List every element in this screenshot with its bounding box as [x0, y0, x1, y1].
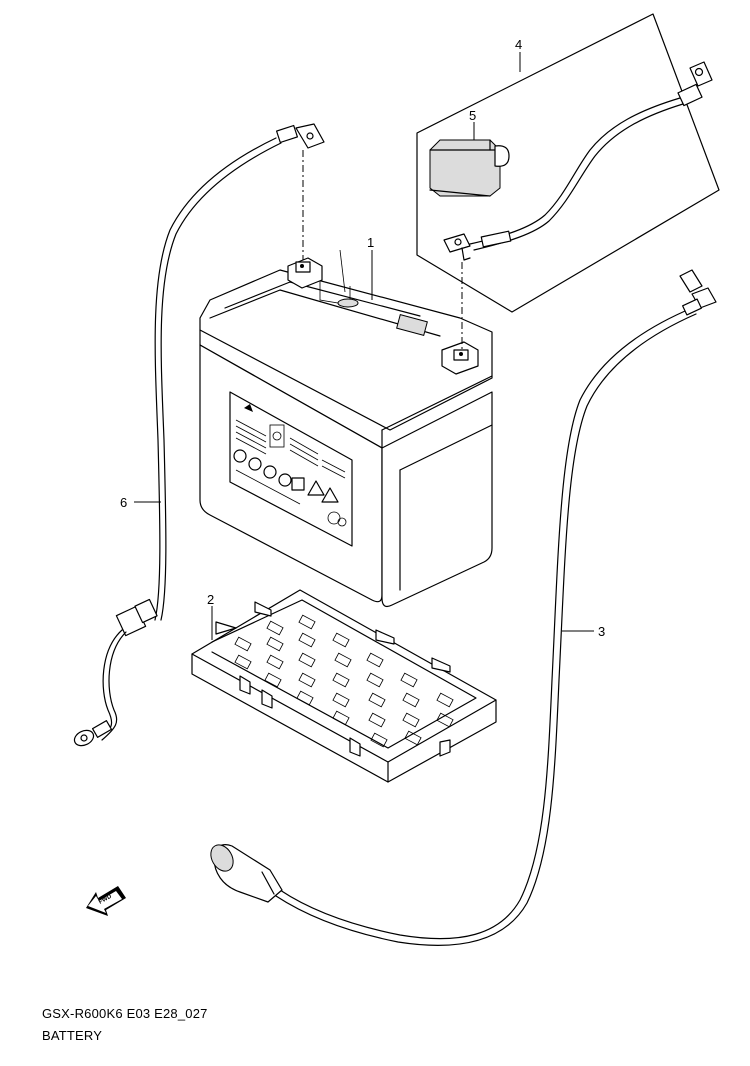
callout-label-4: 4	[515, 37, 522, 52]
positive-terminal	[441, 341, 479, 375]
battery-warning-label	[233, 419, 347, 527]
battery-tray	[191, 589, 497, 783]
callout-4: 4	[515, 37, 522, 72]
callout-label-2: 2	[207, 592, 214, 607]
callout-label-1: 1	[367, 235, 374, 250]
model-code-caption: GSX-R600K6 E03 E28_027	[42, 1006, 208, 1021]
positive-cable-assembly-box	[416, 13, 720, 313]
tray-slots	[234, 614, 454, 748]
terminal-cover	[429, 139, 510, 197]
callout-label-5: 5	[469, 108, 476, 123]
callout-1: 1	[367, 235, 374, 300]
negative-terminal	[287, 257, 323, 289]
ground-lead	[73, 123, 325, 747]
diagram-title: BATTERY	[42, 1028, 103, 1043]
callout-5: 5	[469, 108, 476, 140]
callout-3: 3	[562, 624, 605, 639]
forward-arrow-icon: FWD	[86, 886, 126, 916]
callout-2: 2	[207, 592, 214, 640]
callout-label-6: 6	[120, 495, 127, 510]
callout-6: 6	[120, 495, 161, 510]
negative-cable	[210, 269, 717, 946]
battery	[199, 150, 493, 608]
callout-label-3: 3	[598, 624, 605, 639]
